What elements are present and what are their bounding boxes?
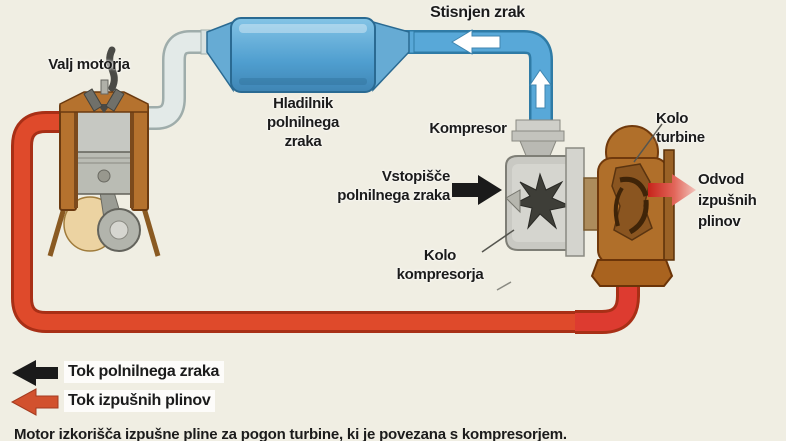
legend-charge-air-arrow-icon [12,360,58,386]
label-turbine-wheel: Kolo turbine [656,110,705,146]
legend-item-charge-air: Tok polnilnega zraka [64,361,225,383]
charge-air-inlet-arrow-icon [452,175,502,205]
charge-air-pipe-cooled [136,30,208,130]
turbocharger-illustration [505,119,675,287]
label-exhaust-outlet: Odvod izpušnih plinov [698,171,757,230]
compressor-wheel-leader-tick [496,281,512,291]
label-compressed-air: Stisnjen zrak [430,4,525,21]
compressor-wheel-blades [512,172,572,230]
legend-exhaust-arrow-icon [10,388,59,416]
intercooler-illustration [200,17,415,93]
compressed-air-pipe [404,29,553,132]
label-intercooler: Hladilnik polnilnega zraka [266,95,339,150]
compressor-wheel-leader-line [481,229,515,253]
label-compressor: Kompresor [429,120,507,137]
label-compressor-wheel: Kolo kompresorja [396,247,484,283]
caption-text: Motor izkorišča izpušne pline za pogon t… [14,426,567,441]
turbine-wheel-leader-line [633,123,663,163]
legend-item-exhaust: Tok izpušnih plinov [64,390,216,412]
label-engine-cylinder: Valj motorja [48,56,130,73]
flow-arrow-up-icon [529,69,552,109]
label-charge-air-inlet: Vstopišče polnilnega zraka [337,168,450,204]
exhaust-pipe [11,111,640,334]
engine-cylinder-illustration [47,46,161,257]
flow-arrow-left-icon [451,29,501,55]
exhaust-outlet-arrow-icon [648,174,696,206]
